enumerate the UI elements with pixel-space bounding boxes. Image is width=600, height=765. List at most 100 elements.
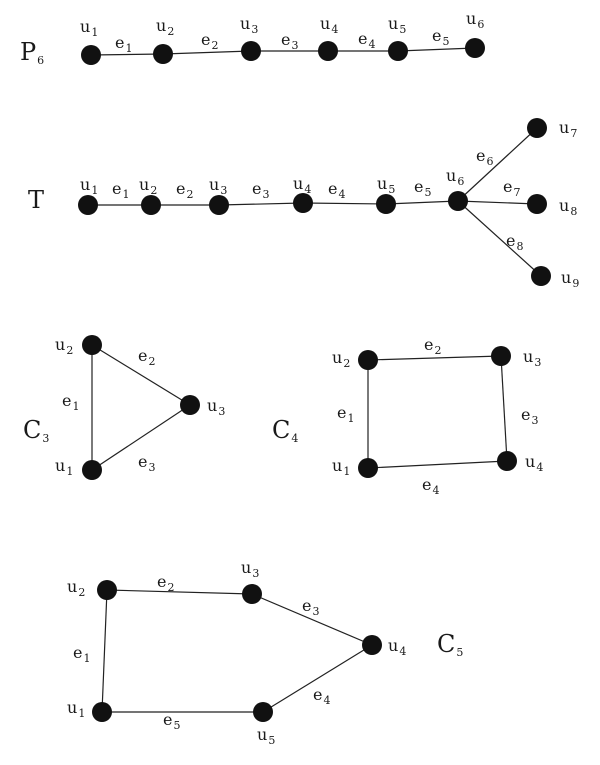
vertex-label-c5-u4-base: u	[388, 636, 398, 655]
edge-label-c4-e4-subscript: 4	[432, 484, 439, 497]
vertex-label-t-u4: u4	[293, 174, 311, 196]
edge-label-c5-e4: e4	[313, 685, 330, 707]
edge-label-p6-e5: e5	[432, 26, 449, 48]
vertex-t-u7	[527, 118, 547, 138]
edge-label-c4-e1-base: e	[337, 403, 346, 422]
edge-label-t-e7: e7	[503, 177, 520, 199]
vertex-p6-u1	[81, 45, 101, 65]
edge-t-u5-u6	[385, 200, 459, 205]
vertex-p6-u4	[318, 41, 338, 61]
vertex-label-c3-u3-base: u	[207, 396, 217, 415]
vertex-label-t-u3-base: u	[209, 175, 219, 194]
edge-label-c5-e2-subscript: 2	[167, 581, 174, 594]
graph-name-p6-subscript: 6	[37, 54, 44, 67]
vertex-label-p6-u3-base: u	[240, 14, 250, 33]
edge-t-u6-u8	[457, 200, 538, 205]
edge-label-t-e5: e5	[414, 177, 431, 199]
vertex-label-c5-u4-subscript: 4	[399, 645, 406, 658]
vertex-label-p6-u4-subscript: 4	[331, 23, 338, 36]
edge-c5-u3-u4	[251, 593, 373, 646]
vertex-label-c4-u2: u2	[332, 348, 350, 370]
edge-label-t-e4-subscript: 4	[338, 188, 345, 201]
vertex-c4-u1	[358, 458, 378, 478]
edge-label-t-e7-base: e	[503, 177, 512, 196]
vertex-p6-u2	[153, 44, 173, 64]
edge-label-t-e5-subscript: 5	[424, 186, 431, 199]
vertex-c3-u2	[82, 335, 102, 355]
edge-label-c3-e3-subscript: 3	[148, 461, 155, 474]
vertex-label-t-u2-base: u	[139, 175, 149, 194]
vertex-label-c5-u1: u1	[67, 698, 85, 720]
edge-label-c5-e3-base: e	[302, 596, 311, 615]
edge-label-t-e3-subscript: 3	[262, 188, 269, 201]
vertex-label-t-u1-subscript: 1	[91, 184, 98, 197]
edge-label-c3-e1: e1	[62, 391, 79, 413]
edge-label-c3-e3: e3	[138, 452, 155, 474]
vertex-label-c3-u2-subscript: 2	[66, 344, 73, 357]
vertex-p6-u3	[241, 41, 261, 61]
vertex-t-u3	[209, 195, 229, 215]
edge-c3-u2-u3	[91, 344, 191, 406]
vertex-label-c4-u4-base: u	[525, 452, 535, 471]
vertex-label-t-u5-subscript: 5	[388, 183, 395, 196]
edge-label-t-e4: e4	[328, 179, 345, 201]
vertex-t-u6	[448, 191, 468, 211]
edge-label-t-e1-base: e	[112, 179, 121, 198]
edge-label-c5-e4-subscript: 4	[323, 694, 330, 707]
vertex-label-t-u9-subscript: 9	[572, 277, 579, 290]
edge-label-p6-e4-base: e	[358, 29, 367, 48]
vertex-label-c3-u3-subscript: 3	[218, 405, 225, 418]
edge-t-u6-u7	[457, 127, 538, 202]
vertex-label-t-u5: u5	[377, 174, 395, 196]
edge-label-c4-e3: e3	[521, 405, 538, 427]
vertex-label-t-u6: u6	[446, 166, 464, 188]
edge-label-t-e3-base: e	[252, 179, 261, 198]
vertex-c5-u5	[253, 702, 273, 722]
edge-label-c5-e2: e2	[157, 572, 174, 594]
edge-c4-u3-u4	[500, 355, 508, 462]
edge-p6-u5-u6	[397, 47, 476, 52]
edge-label-p6-e1: e1	[115, 33, 132, 55]
vertex-label-t-u8-base: u	[559, 196, 569, 215]
edge-label-c5-e1-base: e	[73, 643, 82, 662]
edge-label-t-e8: e8	[506, 231, 523, 253]
edge-label-t-e2-base: e	[176, 179, 185, 198]
vertex-label-p6-u4-base: u	[320, 14, 330, 33]
vertex-c5-u1	[92, 702, 112, 722]
vertex-label-t-u2-subscript: 2	[150, 184, 157, 197]
vertex-label-c5-u1-base: u	[67, 698, 77, 717]
edge-label-t-e7-subscript: 7	[513, 186, 520, 199]
edge-label-c4-e4-base: e	[422, 475, 431, 494]
edge-label-c4-e1: e1	[337, 403, 354, 425]
edge-label-c3-e3-base: e	[138, 452, 147, 471]
edge-label-p6-e5-base: e	[432, 26, 441, 45]
graph-name-c5: C5	[437, 630, 463, 659]
vertex-label-c5-u5-subscript: 5	[268, 734, 275, 747]
edge-label-c3-e1-subscript: 1	[72, 400, 79, 413]
edge-label-c5-e5-base: e	[163, 710, 172, 729]
edge-label-t-e1: e1	[112, 179, 129, 201]
edge-label-c5-e2-base: e	[157, 572, 166, 591]
vertex-label-p6-u2-subscript: 2	[167, 25, 174, 38]
edge-label-t-e5-base: e	[414, 177, 423, 196]
vertex-label-t-u1-base: u	[80, 175, 90, 194]
edge-label-t-e2: e2	[176, 179, 193, 201]
edge-label-p6-e2-subscript: 2	[211, 39, 218, 52]
vertex-label-p6-u1-base: u	[80, 17, 90, 36]
edge-label-c4-e2-subscript: 2	[434, 344, 441, 357]
graph-name-t-base: T	[28, 186, 44, 214]
vertex-label-t-u3-subscript: 3	[220, 184, 227, 197]
edge-label-c3-e2-base: e	[138, 346, 147, 365]
vertex-label-c5-u2-base: u	[67, 577, 77, 596]
edge-label-c5-e3: e3	[302, 596, 319, 618]
graph-name-p6: P6	[20, 38, 44, 67]
edge-c4-u4-u1	[367, 460, 508, 469]
vertex-p6-u5	[388, 41, 408, 61]
edge-t-u4-u5	[302, 202, 387, 205]
vertex-label-c3-u3: u3	[207, 396, 225, 418]
edge-label-t-e1-subscript: 1	[122, 188, 129, 201]
vertex-label-t-u6-subscript: 6	[457, 175, 464, 188]
